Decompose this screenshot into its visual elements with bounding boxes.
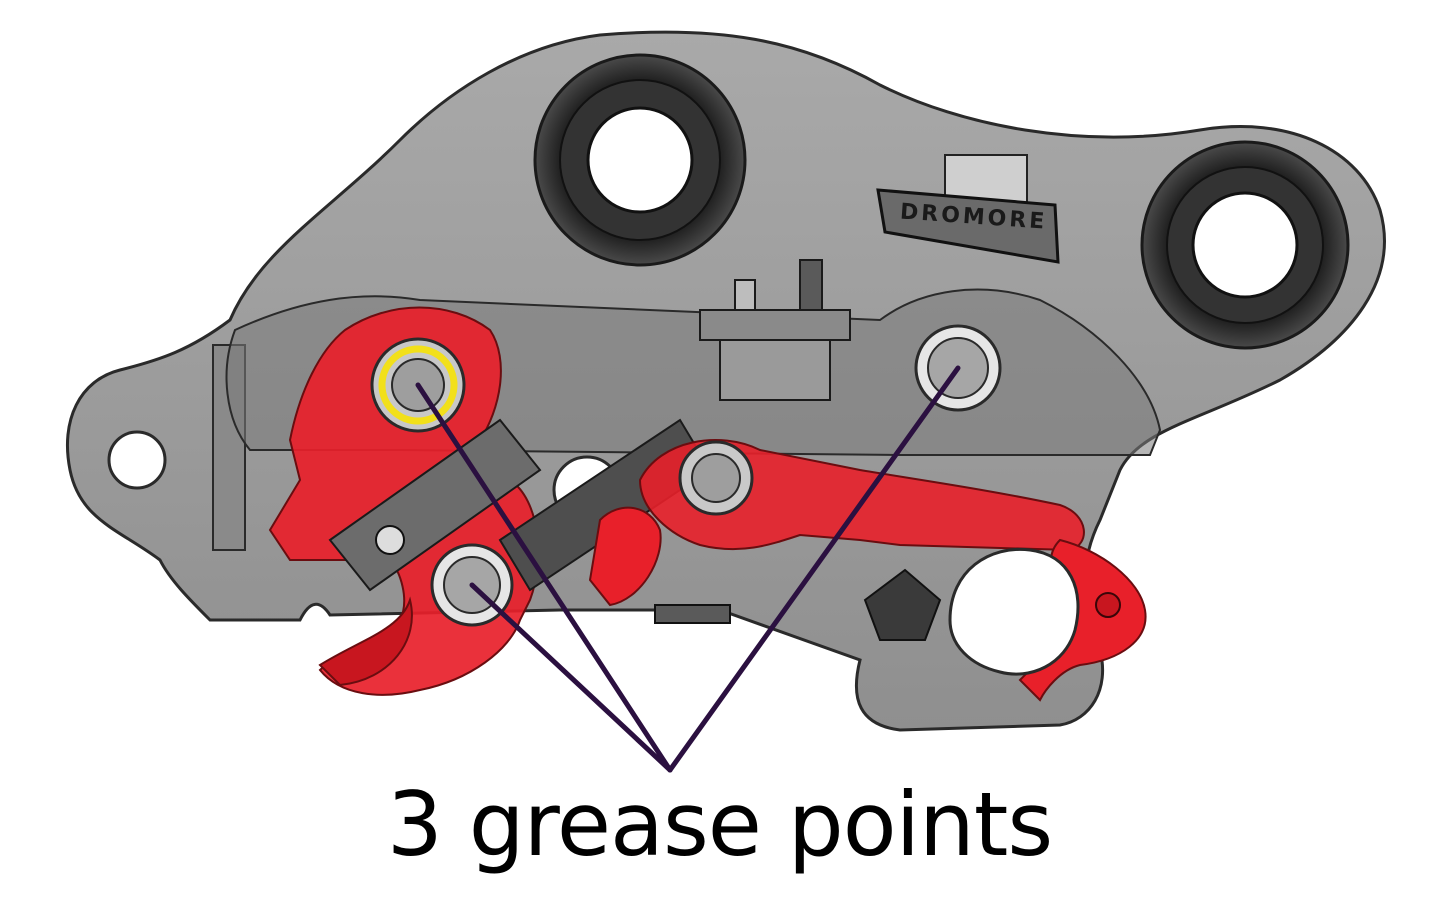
rear-jaw-wear-block: [863, 568, 942, 641]
top-pin-boss-right: [1140, 140, 1350, 350]
leader-line-3: [469, 582, 673, 773]
valve-block: [699, 259, 851, 401]
brand-plate: DROMORE: [876, 154, 1060, 264]
leader-line-2: [667, 365, 961, 773]
front-hook-jaw: [318, 596, 413, 687]
caption-label: 3 grease points: [386, 773, 1053, 876]
rear-jaw-opening: [948, 547, 1080, 676]
center-pivot-pin: [691, 453, 741, 503]
top-pin-boss-left: [533, 53, 747, 267]
ear-hole: [107, 430, 167, 490]
bottom-block: [654, 604, 731, 624]
rear-hook-pin: [1095, 592, 1121, 618]
leader-line-1: [415, 382, 673, 773]
leader-lines: [415, 365, 961, 773]
latch-link: [588, 506, 662, 607]
